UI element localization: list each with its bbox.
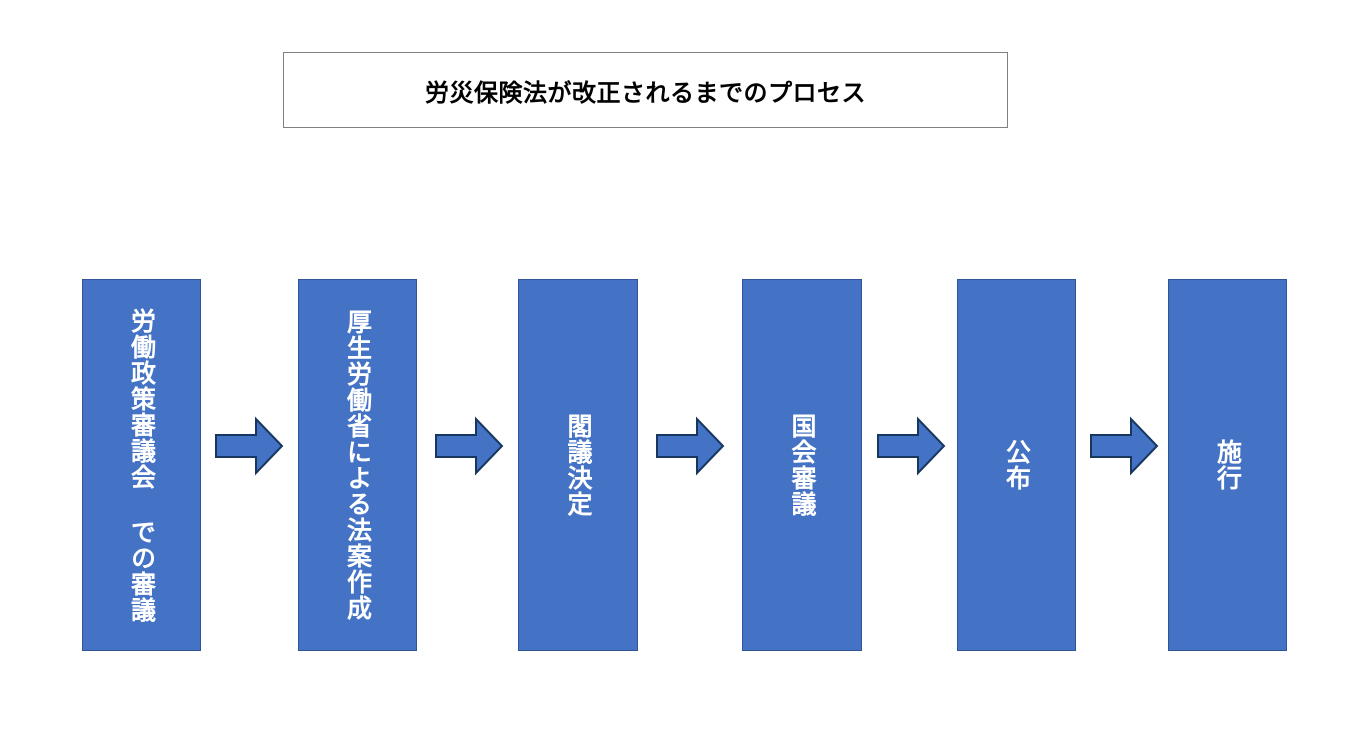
process-step-2: 厚生労働省による法案作成 <box>298 279 417 651</box>
process-step-3-label: 閣議決定 <box>564 413 592 517</box>
page-title: 労災保険法が改正されるまでのプロセス <box>425 79 866 107</box>
process-step-1-label: 労働政策審議会 での審議 <box>127 307 156 623</box>
arrow-right-icon-4 <box>874 409 948 483</box>
process-step-5: 公布 <box>957 279 1076 651</box>
arrow-right-icon-5 <box>1087 409 1161 483</box>
process-step-2-label: 厚生労働省による法案作成 <box>343 309 372 621</box>
arrow-right-icon-1 <box>212 409 286 483</box>
arrow-right-icon-3 <box>653 409 727 483</box>
process-step-6-label: 施行 <box>1213 439 1242 491</box>
process-step-4-label: 国会審議 <box>788 413 816 517</box>
arrow-right-icon-2 <box>432 409 506 483</box>
diagram-title-box: 労災保険法が改正されるまでのプロセス <box>283 52 1008 128</box>
process-step-1: 労働政策審議会 での審議 <box>82 279 201 651</box>
process-step-5-label: 公布 <box>1002 439 1031 491</box>
process-step-4: 国会審議 <box>742 279 862 651</box>
process-step-6: 施行 <box>1168 279 1287 651</box>
process-step-3: 閣議決定 <box>518 279 638 651</box>
